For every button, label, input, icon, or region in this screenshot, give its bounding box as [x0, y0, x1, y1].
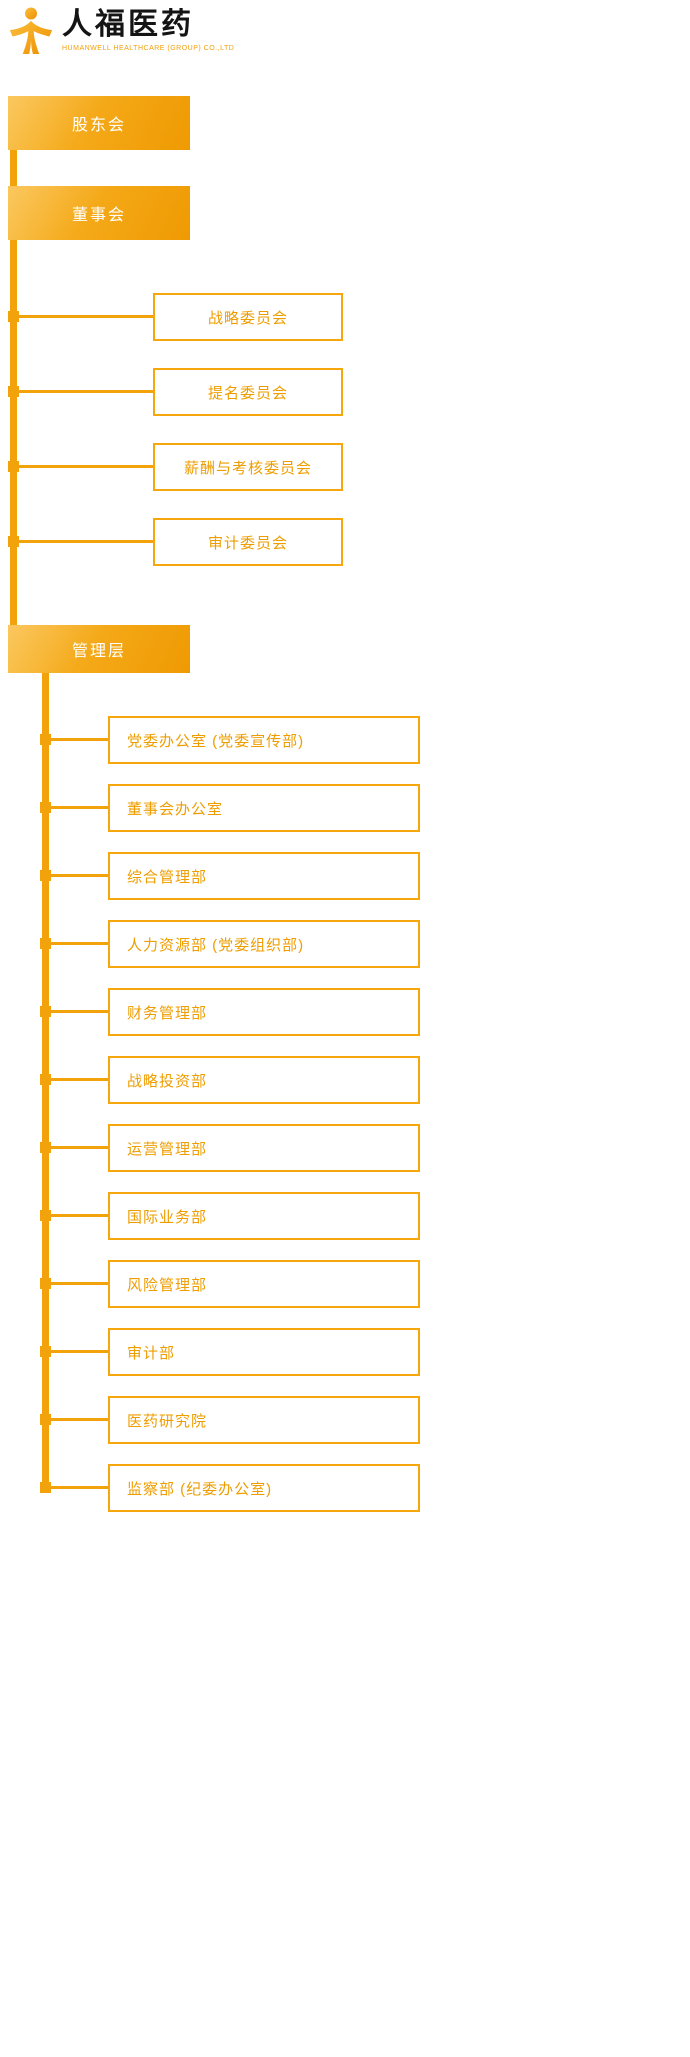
- department-box: 风险管理部: [108, 1260, 420, 1308]
- department-box: 财务管理部: [108, 988, 420, 1036]
- connector-line: [51, 806, 108, 809]
- connector-dot: [8, 386, 19, 397]
- connector-dot: [40, 734, 51, 745]
- committee-box: 战略委员会: [153, 293, 343, 341]
- connector-dot: [40, 802, 51, 813]
- department-box: 运营管理部: [108, 1124, 420, 1172]
- connector-line: [51, 1350, 108, 1353]
- department-box: 审计部: [108, 1328, 420, 1376]
- committee-box: 提名委员会: [153, 368, 343, 416]
- connector-dot: [40, 870, 51, 881]
- connector-dot: [40, 1210, 51, 1221]
- connector-line: [17, 465, 153, 468]
- connector-dot: [40, 938, 51, 949]
- connector-line: [51, 1078, 108, 1081]
- connector-line: [17, 540, 153, 543]
- connector-line: [51, 1282, 108, 1285]
- connector-dot: [40, 1482, 51, 1493]
- connector-dot: [8, 311, 19, 322]
- connector-line: [51, 874, 108, 877]
- connector-line: [17, 315, 153, 318]
- connector-line: [51, 1486, 108, 1489]
- department-box: 医药研究院: [108, 1396, 420, 1444]
- connector-dot: [8, 461, 19, 472]
- connector-line: [10, 240, 17, 625]
- department-box: 董事会办公室: [108, 784, 420, 832]
- department-box: 党委办公室 (党委宣传部): [108, 716, 420, 764]
- company-tagline: HUMANWELL HEALTHCARE (GROUP) CO.,LTD: [62, 45, 235, 52]
- department-box: 人力资源部 (党委组织部): [108, 920, 420, 968]
- connector-line: [51, 1418, 108, 1421]
- node-management: 管理层: [8, 625, 190, 673]
- person-icon: [9, 7, 53, 54]
- company-logo: 人福医药 HUMANWELL HEALTHCARE (GROUP) CO.,LT…: [8, 5, 234, 57]
- connector-dot: [40, 1346, 51, 1357]
- department-box: 国际业务部: [108, 1192, 420, 1240]
- connector-line: [51, 1146, 108, 1149]
- node-shareholders-meeting: 股东会: [8, 96, 190, 150]
- department-box: 综合管理部: [108, 852, 420, 900]
- connector-line: [51, 942, 108, 945]
- connector-line: [10, 150, 17, 186]
- connector-line: [17, 390, 153, 393]
- connector-dot: [40, 1278, 51, 1289]
- connector-dot: [8, 536, 19, 547]
- connector-line: [51, 738, 108, 741]
- connector-dot: [40, 1006, 51, 1017]
- connector-line: [51, 1214, 108, 1217]
- connector-dot: [40, 1414, 51, 1425]
- node-board-of-directors: 董事会: [8, 186, 190, 240]
- connector-dot: [40, 1074, 51, 1085]
- committee-box: 薪酬与考核委员会: [153, 443, 343, 491]
- department-box: 战略投资部: [108, 1056, 420, 1104]
- connector-line: [51, 1010, 108, 1013]
- company-name: 人福医药: [62, 7, 194, 42]
- department-box: 监察部 (纪委办公室): [108, 1464, 420, 1512]
- committee-box: 审计委员会: [153, 518, 343, 566]
- logo-text: 人福医药 HUMANWELL HEALTHCARE (GROUP) CO.,LT…: [62, 5, 234, 52]
- connector-dot: [40, 1142, 51, 1153]
